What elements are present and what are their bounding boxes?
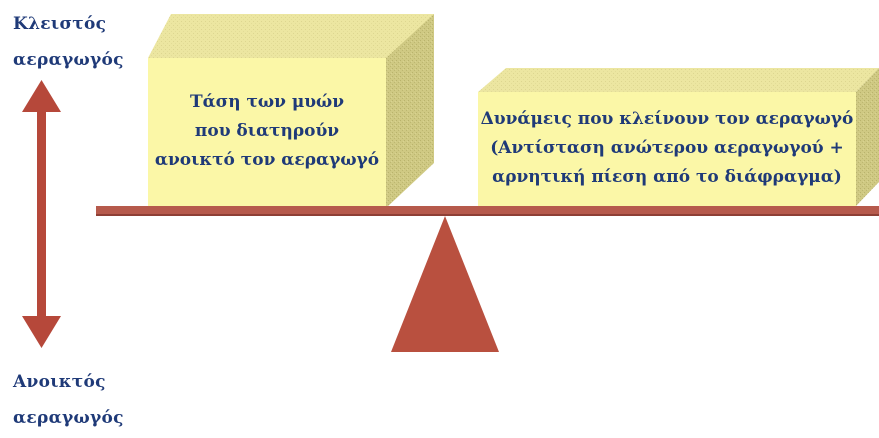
right-box-line3: αρνητική πίεση από το διάφραγμα) xyxy=(492,167,842,187)
left-box-side xyxy=(386,14,434,208)
right-box-line2: (Αντίσταση ανώτερου αεραγωγού + xyxy=(490,138,844,158)
right-box-side xyxy=(856,68,879,206)
left-box-top xyxy=(148,14,434,58)
fulcrum-triangle xyxy=(391,216,499,352)
closed-airway-label-line1: Κλειστός xyxy=(13,14,107,34)
right-box-front xyxy=(478,92,856,206)
open-airway-label-line1: Ανοικτός xyxy=(13,372,106,392)
seesaw-beam xyxy=(96,206,879,216)
left-box-line1: Τάση των μυών xyxy=(189,92,345,112)
open-airway-label-line2: αεραγωγός xyxy=(13,408,124,428)
left-box xyxy=(148,14,434,208)
left-box-line3: ανοικτό τον αεραγωγό xyxy=(154,150,380,170)
vertical-double-arrow xyxy=(22,80,61,348)
right-box-top xyxy=(478,68,879,92)
left-box-front xyxy=(148,58,386,208)
right-box xyxy=(478,68,879,206)
left-box-text: Τάση των μυών που διατηρούν ανοικτό τον … xyxy=(148,88,386,175)
closed-airway-label-line2: αεραγωγός xyxy=(13,50,124,70)
right-box-text: Δυνάμεις που κλείνουν τον αεραγωγό (Αντί… xyxy=(478,105,856,192)
right-box-line1: Δυνάμεις που κλείνουν τον αεραγωγό xyxy=(480,109,854,129)
left-box-line2: που διατηρούν xyxy=(194,121,340,141)
